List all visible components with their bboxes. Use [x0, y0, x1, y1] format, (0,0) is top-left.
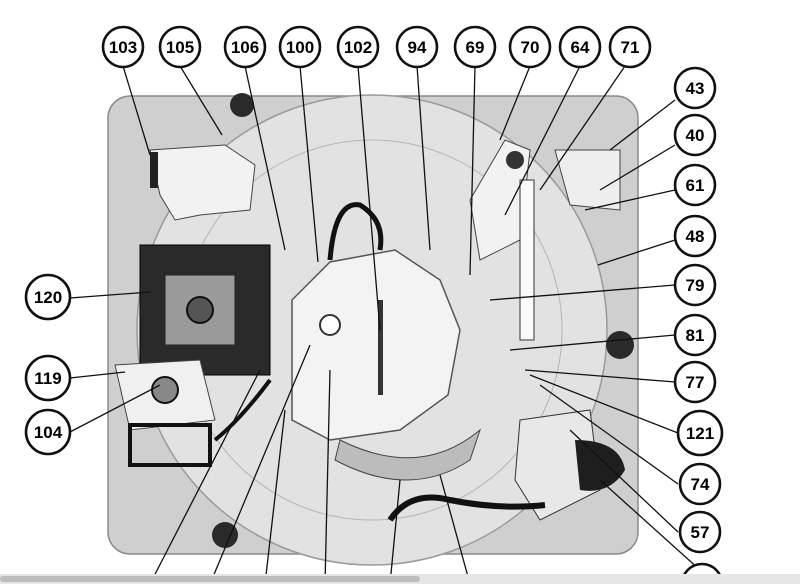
wire-loop — [213, 378, 272, 442]
svg-text:40: 40 — [686, 126, 705, 145]
callout-105: 105 — [158, 25, 202, 69]
black-cam-57 — [575, 440, 625, 491]
svg-text:106: 106 — [231, 38, 259, 57]
cam-follower — [554, 149, 621, 211]
upper-left-arm — [149, 144, 256, 221]
callout-106: 106 — [223, 25, 267, 69]
svg-text:71: 71 — [621, 38, 640, 57]
callout-71: 71 — [608, 25, 652, 69]
svg-text:61: 61 — [686, 176, 705, 195]
cam-plate — [291, 249, 461, 441]
callout-104: 104 — [24, 408, 72, 456]
callout-119: 119 — [24, 354, 72, 402]
svg-text:94: 94 — [408, 38, 427, 57]
spindle — [319, 314, 341, 336]
motor-shaft — [186, 296, 214, 324]
svg-text:79: 79 — [686, 276, 705, 295]
control-rod — [378, 300, 383, 395]
gear-segment — [334, 428, 482, 481]
spring-103 — [150, 152, 158, 188]
svg-text:77: 77 — [686, 373, 705, 392]
callout-57: 57 — [678, 510, 722, 554]
callout-120: 120 — [24, 273, 72, 321]
callout-48: 48 — [673, 214, 717, 258]
slide-rail — [519, 179, 535, 341]
callout-40: 40 — [673, 113, 717, 157]
callout-121: 121 — [676, 409, 724, 457]
callout-77: 77 — [673, 360, 717, 404]
svg-text:120: 120 — [34, 288, 62, 307]
idler-bracket — [128, 423, 212, 467]
svg-text:121: 121 — [686, 424, 714, 443]
svg-text:48: 48 — [686, 227, 705, 246]
top-knob — [230, 93, 254, 117]
callout-81: 81 — [673, 313, 717, 357]
idler-wheel — [151, 376, 179, 404]
callout-94: 94 — [395, 25, 439, 69]
callout-69: 69 — [453, 25, 497, 69]
svg-text:57: 57 — [691, 523, 710, 542]
scrollbar-thumb[interactable] — [0, 576, 420, 582]
svg-text:70: 70 — [521, 38, 540, 57]
svg-text:74: 74 — [691, 475, 710, 494]
pivot-70 — [506, 151, 524, 169]
callout-70: 70 — [508, 25, 552, 69]
callout-102: 102 — [336, 25, 380, 69]
svg-text:104: 104 — [34, 423, 63, 442]
leader-lines — [69, 65, 701, 584]
callout-79: 79 — [673, 263, 717, 307]
bottom-knob — [212, 522, 238, 548]
callout-61: 61 — [673, 163, 717, 207]
wire-harness — [387, 494, 546, 522]
svg-text:119: 119 — [34, 369, 61, 388]
callout-103: 103 — [101, 25, 145, 69]
svg-text:69: 69 — [466, 38, 485, 57]
svg-text:103: 103 — [109, 38, 137, 57]
callout-64: 64 — [558, 25, 602, 69]
svg-text:43: 43 — [686, 79, 705, 98]
horizontal-scrollbar[interactable] — [0, 574, 800, 584]
svg-text:81: 81 — [686, 326, 705, 345]
svg-text:100: 100 — [286, 38, 314, 57]
wire-top — [327, 202, 384, 261]
svg-text:64: 64 — [571, 38, 590, 57]
svg-text:105: 105 — [166, 38, 194, 57]
svg-text:102: 102 — [344, 38, 372, 57]
callout-43: 43 — [673, 66, 717, 110]
right-knob — [606, 331, 634, 359]
callout-100: 100 — [278, 25, 322, 69]
callout-74: 74 — [678, 462, 722, 506]
